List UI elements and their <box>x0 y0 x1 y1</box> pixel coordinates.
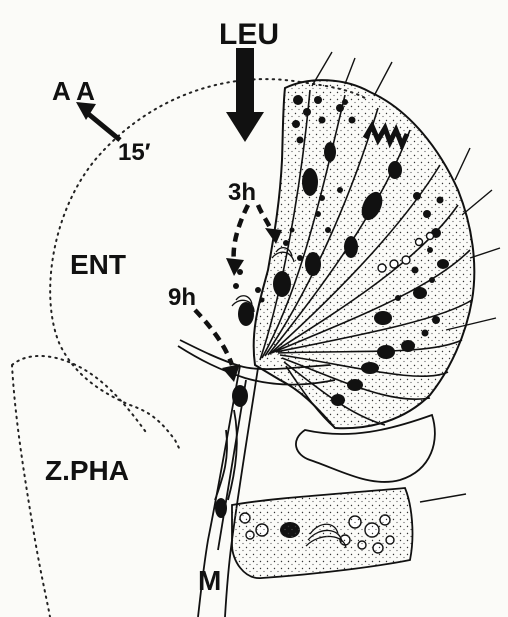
label-3h: 3h <box>228 179 256 206</box>
aa-arrow <box>76 102 120 140</box>
leu-arrow <box>226 48 264 142</box>
label-9h: 9h <box>168 284 196 311</box>
label-leu: LEU <box>219 18 279 51</box>
label-m: M <box>198 565 221 596</box>
label-ent: ENT <box>70 249 126 280</box>
label-aa: A A <box>52 76 95 106</box>
pharynx-zone-outline <box>12 356 148 617</box>
label-15-min: 15′ <box>118 139 151 166</box>
lower-epithelial-cell <box>232 488 412 578</box>
three-hour-arrows <box>234 205 272 262</box>
label-zpha: Z.PHA <box>45 455 129 486</box>
